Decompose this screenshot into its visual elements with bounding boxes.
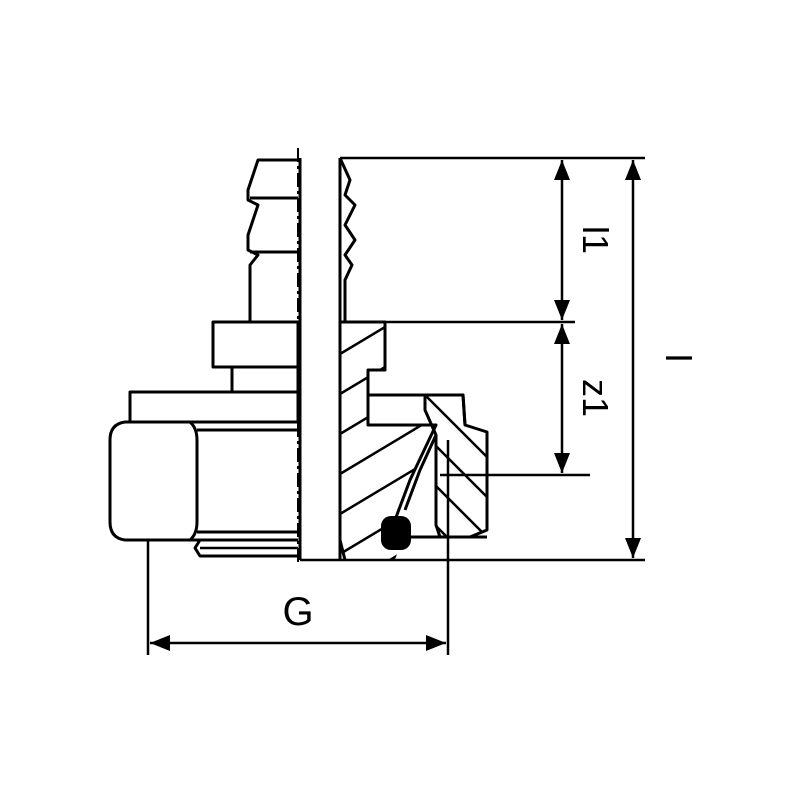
label-g: G <box>282 590 313 634</box>
label-l: l <box>658 354 699 362</box>
pipe-wall-section <box>298 157 357 560</box>
hex-nut-left <box>108 420 298 542</box>
nut-flange-left <box>128 390 300 424</box>
hose-barb-left <box>246 158 298 322</box>
thread-left <box>193 539 298 558</box>
label-z1: z1 <box>575 379 616 417</box>
o-ring-seal <box>381 434 487 550</box>
label-l1: l1 <box>575 226 616 254</box>
collar-left <box>211 320 300 369</box>
nut-section-hatched <box>423 393 489 539</box>
neck-left <box>230 365 300 394</box>
